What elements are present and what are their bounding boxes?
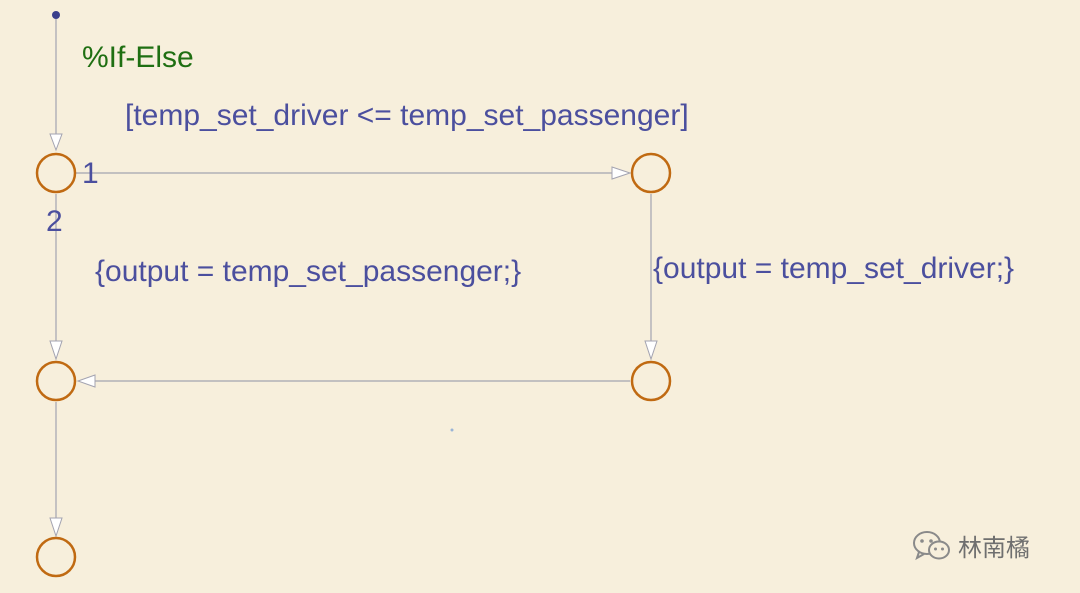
junction-start[interactable]	[35, 152, 77, 194]
transition-driver-branch[interactable]	[644, 194, 658, 361]
junction-driver-action[interactable]	[630, 360, 672, 402]
default-transition-dot[interactable]	[52, 11, 60, 19]
condition-label[interactable]: [temp_set_driver <= temp_set_passenger]	[125, 99, 689, 132]
execution-order-1: 1	[82, 157, 99, 190]
action-passenger-label[interactable]: {output = temp_set_passenger;}	[95, 255, 522, 288]
junction-driver[interactable]	[630, 152, 672, 194]
stray-dot	[450, 428, 454, 432]
action-driver-label[interactable]: {output = temp_set_driver;}	[653, 252, 1015, 285]
execution-order-2: 2	[46, 205, 63, 238]
junction-merge[interactable]	[35, 360, 77, 402]
default-transition[interactable]	[49, 19, 63, 152]
transition-exit[interactable]	[49, 402, 63, 538]
wechat-icon	[913, 530, 950, 560]
transition-1-true[interactable]	[76, 166, 632, 180]
watermark-text: 林南橘	[958, 534, 1030, 562]
junction-end[interactable]	[35, 536, 77, 578]
comment-label[interactable]: %If-Else	[82, 41, 194, 74]
transition-2-else[interactable]	[49, 194, 63, 361]
transition-merge[interactable]	[76, 374, 630, 388]
watermark: 林南橘	[912, 528, 1030, 563]
